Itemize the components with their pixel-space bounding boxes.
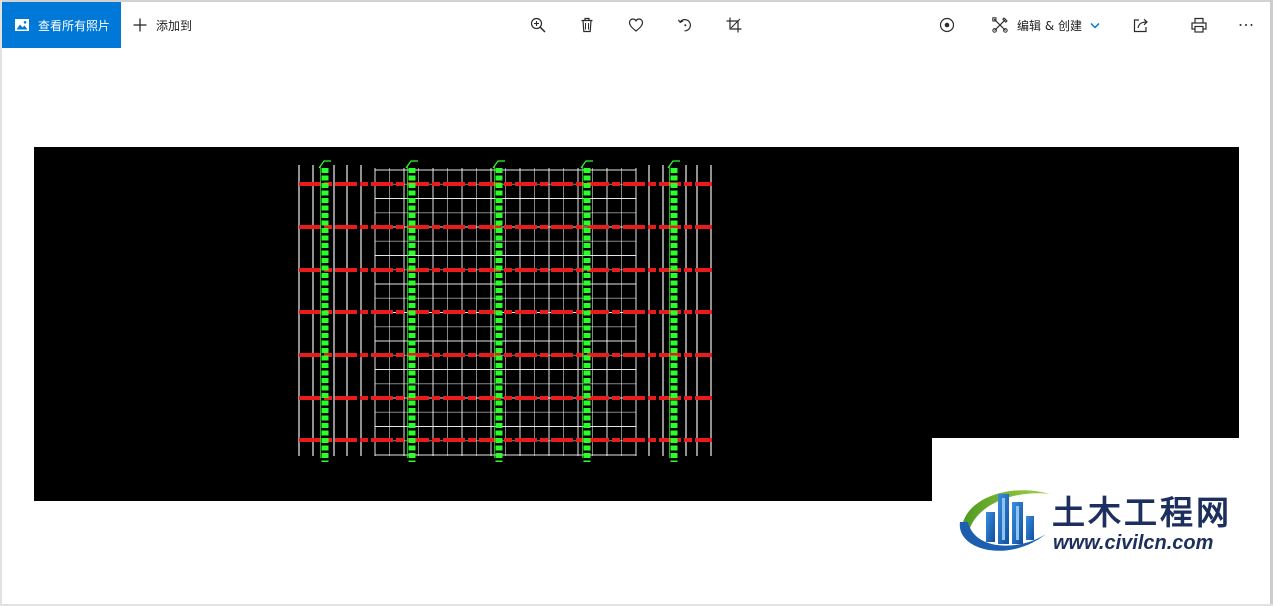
print-icon (1191, 17, 1207, 33)
cad-column-cap (667, 160, 680, 169)
zoom-in-icon (530, 17, 546, 33)
more-icon (1239, 24, 1253, 26)
plus-icon (133, 18, 147, 32)
edit-create-label: 编辑 & 创建 (1017, 18, 1082, 33)
more-options-button[interactable] (1226, 2, 1266, 48)
photo-toolbar: 查看所有照片 添加到 (0, 0, 1273, 50)
view-all-photos-label: 查看所有照片 (38, 18, 111, 33)
add-to-button[interactable]: 添加到 (126, 2, 198, 48)
edit-tools-icon (992, 17, 1008, 33)
spot-button[interactable] (927, 2, 967, 48)
zoom-button[interactable] (518, 2, 558, 48)
window-border-left (0, 0, 2, 606)
window-border-bottom (0, 604, 1273, 606)
watermark-brand-text: 土木工程网 (1052, 493, 1232, 532)
circle-dot-icon (939, 17, 955, 33)
civil-logo-icon (959, 490, 1050, 551)
cad-column-cap (492, 160, 505, 169)
cad-column-cap (405, 160, 418, 169)
delete-button[interactable] (567, 2, 607, 48)
favorite-button[interactable] (616, 2, 656, 48)
heart-icon (628, 18, 644, 32)
share-icon (1133, 18, 1148, 33)
crop-button[interactable] (714, 2, 754, 48)
edit-create-button[interactable]: 编辑 & 创建 (984, 2, 1102, 48)
window-border-top (0, 0, 1273, 2)
window-border-right (1270, 0, 1273, 606)
trash-icon (581, 17, 593, 33)
crop-icon (726, 17, 742, 33)
image-icon (15, 19, 29, 31)
print-button[interactable] (1179, 2, 1219, 48)
cad-column-cap (318, 160, 331, 169)
add-to-label: 添加到 (156, 18, 193, 33)
cad-column-cap (580, 160, 593, 169)
rotate-icon (677, 19, 691, 32)
rotate-button[interactable] (665, 2, 705, 48)
chevron-down-icon (1090, 22, 1100, 29)
cad-drawing-image (298, 160, 712, 462)
watermark-url-text: www.civilcn.com (1053, 532, 1214, 554)
view-all-photos-button[interactable]: 查看所有照片 (2, 2, 121, 48)
share-button[interactable] (1121, 2, 1161, 48)
watermark: 土木工程网 www.civilcn.com (932, 438, 1239, 604)
